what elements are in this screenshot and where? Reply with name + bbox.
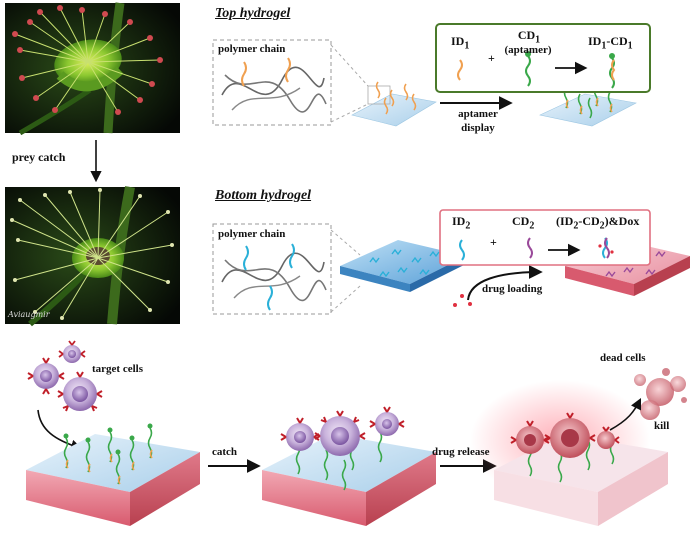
top-result-label: ID1-CD1: [588, 34, 633, 52]
dead-cell-fragments: [634, 368, 687, 420]
catch-slab-captured: [262, 406, 436, 526]
target-cells-label: target cells: [92, 363, 143, 375]
drug-loading-arrow: [467, 265, 543, 301]
top-reaction-box: [435, 23, 651, 93]
bottom-result-label: (ID2-CD2)&Dox: [556, 214, 640, 232]
sundew-closed-photo: [5, 186, 180, 327]
target-cells-floating: [27, 340, 103, 412]
bottom-cd-label: CD2: [512, 214, 535, 232]
bottom-reaction-box: [439, 209, 651, 266]
top-id-label: ID1: [451, 34, 470, 52]
drug-release-label: drug release: [432, 446, 490, 458]
aptamer-step-line2: display: [461, 122, 495, 134]
drug-loading-label: drug loading: [482, 283, 543, 295]
prey-catch-label: prey catch: [12, 150, 66, 164]
top-polymer-chain-box: [212, 39, 332, 126]
catch-label: catch: [212, 446, 238, 458]
kill-label: kill: [654, 420, 670, 432]
release-slab-dead-cells: [470, 380, 668, 526]
top-gel-slab-initial: [351, 81, 437, 127]
bottom-hydrogel-title: Bottom hydrogel: [215, 188, 312, 203]
dox-dots: [453, 294, 472, 307]
aptamer-step-line1: aptamer: [458, 108, 498, 120]
top-cd-note: (aptamer): [504, 44, 552, 56]
catch-slab-empty: [26, 423, 200, 526]
bottom-polymer-chain-box: [212, 223, 332, 315]
top-hydrogel-title: Top hydrogel: [215, 6, 291, 21]
photo-signature: Aviaugmir: [8, 310, 50, 319]
top-chain-label: polymer chain: [218, 43, 286, 55]
bottom-chain-label: polymer chain: [218, 228, 286, 240]
bottom-plus: +: [490, 235, 497, 249]
top-plus: +: [488, 51, 495, 65]
dead-cells-label: dead cells: [600, 352, 646, 364]
bottom-id-label: ID2: [452, 214, 471, 232]
sundew-open-photo: [5, 2, 180, 136]
top-cd-label: CD1: [517, 28, 541, 46]
top-gel-slab-displayed: [539, 85, 637, 127]
